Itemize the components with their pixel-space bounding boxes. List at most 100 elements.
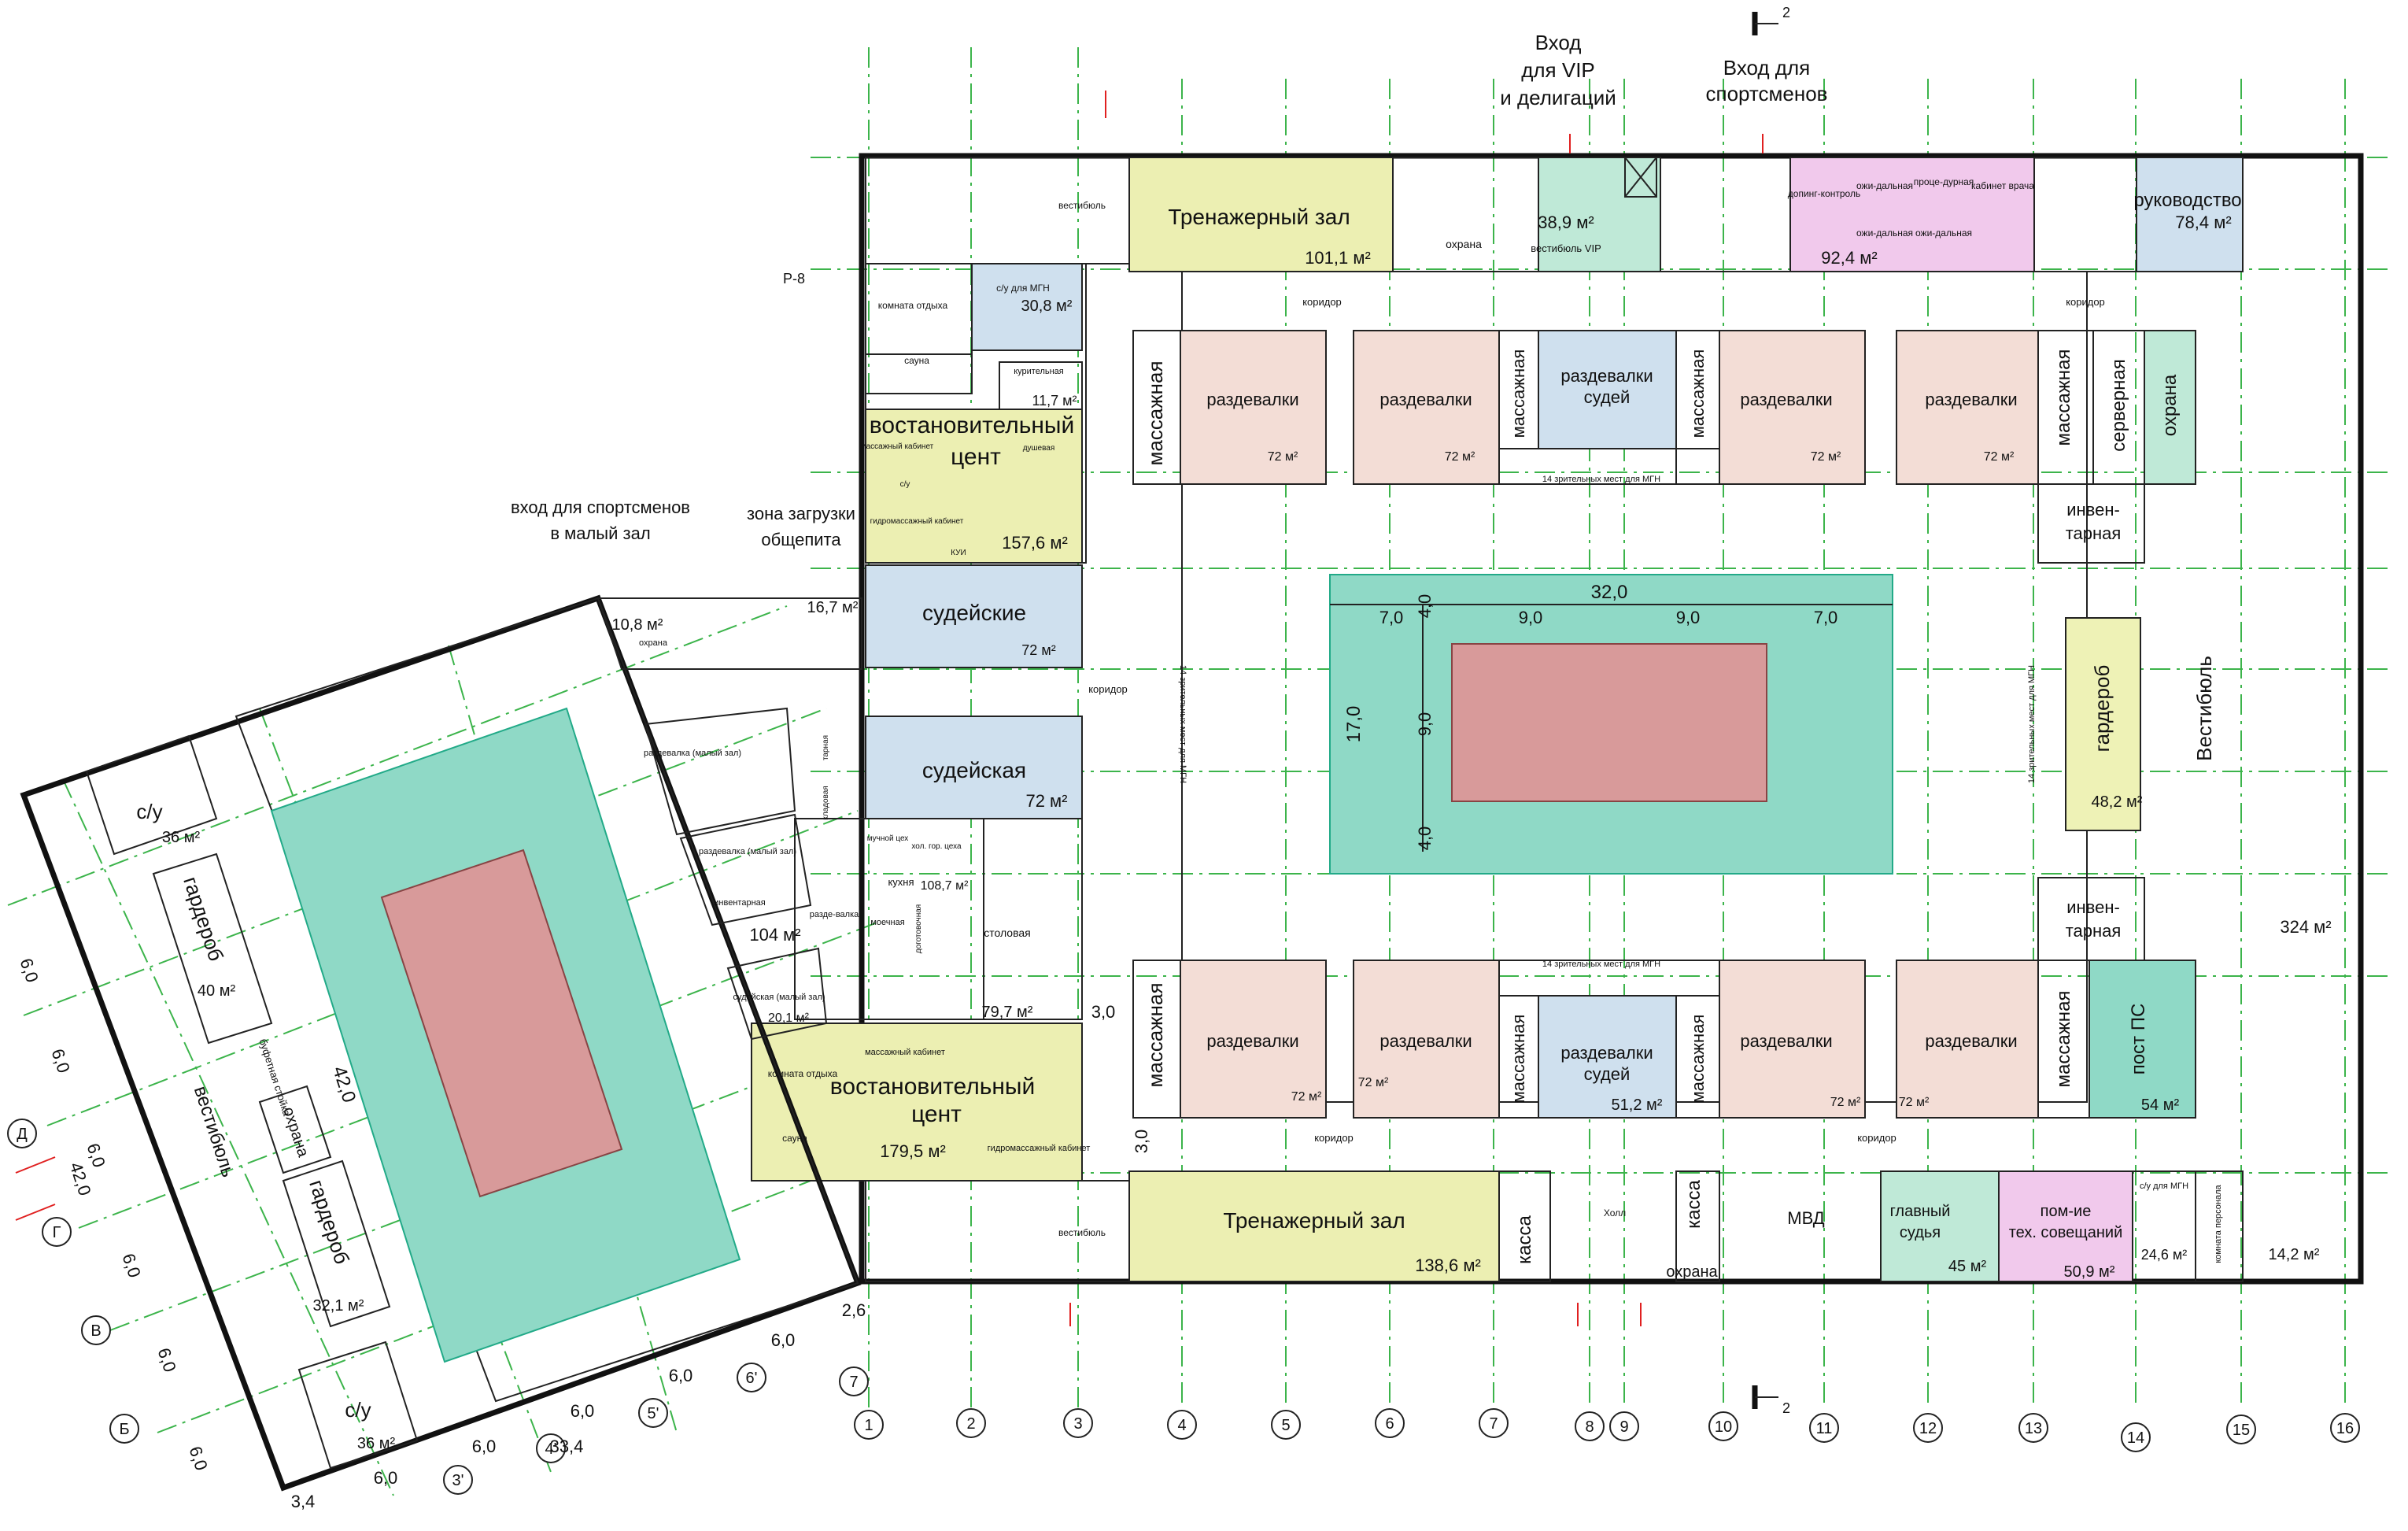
inventory-top [2037,483,2145,564]
court-dim-top-2: 9,0 [1519,608,1543,627]
axis-13-bubble [2018,1413,2048,1443]
inventory-top-1: инвен- [2066,500,2120,520]
sh-dim-l0: 6,0 [17,956,42,985]
massage-bottom-2-label: массажная [1509,1015,1528,1104]
section-mark-bottom: 2 [1782,1400,1790,1416]
axis-10-label: 10 [1715,1418,1732,1436]
management-room [2137,157,2243,272]
stairs-area: 14,2 м² [2269,1246,2320,1263]
axis-small-b1-label: 4' [545,1440,557,1458]
axis-16-bubble [2330,1413,2360,1443]
wash-label: моечная [870,918,904,927]
axis-7-bubble [1479,1408,1509,1438]
sh-dim-l1: 6,0 [48,1046,74,1075]
axis-small-l1-label: Г [53,1224,61,1241]
guard-room [2144,331,2196,484]
court-width: 32,0 [1591,582,1628,603]
inventory-bottom [2037,877,2145,961]
axis-13-label: 13 [2025,1420,2042,1437]
judges2-area: 72 м² [1025,791,1067,811]
axis-small-b4-bubble [839,1366,869,1396]
axis-12-bubble [1913,1413,1943,1443]
corridor-bottom: коридор [1314,1132,1354,1144]
dim-30b: 3,0 [1132,1130,1151,1154]
small-court-inner [380,849,623,1198]
court-dim-top-3: 9,0 [1676,608,1701,627]
fire-post-area: 54 м² [2141,1096,2180,1114]
meeting-area: 50,9 м² [2064,1263,2115,1281]
small-wardrobe-2-name: гардероб [305,1177,354,1267]
court-dim-top-4: 7,0 [1814,608,1838,627]
prep-label: доготовочная [914,904,923,953]
judges-locker-bottom-area: 51,2 м² [1612,1096,1663,1114]
wc-mgn-left-area: 30,8 м² [1021,298,1073,315]
kassa-1-label: касса [1514,1215,1535,1263]
recovery-right-2: цент [911,1101,962,1127]
sh-dim-b3: 6,0 [571,1401,595,1421]
locker-top-1-area: 72 м² [1268,450,1298,464]
sh-dim-b5: 6,0 [771,1330,796,1350]
small-judges-name: судейская (малый зал) [733,993,825,1002]
axis-1-bubble [854,1410,884,1440]
room-167: 16,7 м² [807,599,859,616]
axis-small-l2-label: В [90,1322,101,1340]
axis-small-l1-bubble [42,1217,72,1247]
axis-11-bubble [1809,1413,1839,1443]
small-hall: 42,0 с/у 36 м² гардероб 40 м² буфетная с… [20,594,862,1492]
shower-left: душевая [1023,444,1055,453]
kassa-2 [1675,1170,1720,1282]
dining-name: столовая [984,926,1031,939]
doping-label: допинг-контроль [1788,188,1860,199]
recovery-left-2: цент [951,444,1001,470]
small-wardrobe-2-area: 32,1 м² [313,1297,364,1315]
judges-room [866,565,1082,668]
axis-5-bubble [1271,1410,1301,1440]
axis-15-bubble [2226,1415,2256,1444]
axis-6-label: 6 [1385,1415,1394,1433]
wc-mgn-left-name: с/у для МГН [996,283,1050,294]
wardrobe-right [2066,618,2140,830]
gym-top-name: Тренажерный зал [1168,205,1350,229]
gym-bottom-name: Тренажерный зал [1223,1208,1405,1233]
axis-9-bubble [1609,1411,1639,1441]
small-locker-1 [644,707,796,836]
recovery-left [866,409,1082,563]
axis-8-label: 8 [1585,1418,1594,1436]
small-wardrobe-2 [282,1159,391,1328]
vestibule-right-name: Вестибюль [2192,656,2216,761]
massage-bottom-1-label: массажная [1143,982,1167,1087]
locker-top-2-area: 72 м² [1445,450,1475,464]
wc-mgn-bottom-name: с/у для МГН [2140,1182,2188,1191]
main-building: 32,0 7,0 9,0 9,0 7,0 17,0 4,0 9,0 4,0 Тр… [859,153,2364,1285]
small-wardrobe-1 [152,852,273,1045]
small-wc-top-area: 36 м² [162,829,201,846]
athletes-entry-1: Вход для [1723,56,1810,80]
gym-bottom-area: 138,6 м² [1415,1255,1481,1275]
seats-mgn-right: 14 зрительных мест для МГН [2027,665,2037,783]
small-judges [726,947,828,1041]
axis-small-l3-label: Б [119,1421,129,1438]
p8-label: P-8 [783,271,805,287]
small-wc-top [85,734,218,856]
locker-bottom-1-label: раздевалки [1206,1031,1298,1051]
axis-3-bubble [1063,1408,1093,1438]
small-hall-entry-2: в малый зал [550,523,650,543]
doctor-label: кабинет врача [1971,180,2034,191]
axis-small-b0-bubble [443,1465,473,1495]
axis-small-b4-label: 7 [849,1374,858,1391]
axis-small-b1-bubble [536,1433,566,1463]
locker-top-4 [1896,331,2038,484]
axis-12-label: 12 [1919,1420,1937,1437]
axis-8-bubble [1575,1411,1605,1441]
axis-10-bubble [1708,1411,1738,1441]
locker-top-3 [1719,331,1865,484]
sh-dim-l5: 6,0 [186,1444,212,1473]
smoking-area: 11,7 м² [1032,393,1077,409]
left-service-block: комната отдыха сауна с/у для МГН 30,8 м²… [751,157,1130,1282]
small-guard-area: 10,8 м² [612,616,663,634]
vip-entry-2: для VIP [1521,58,1595,82]
axis-small-b0-label: 3' [452,1472,464,1489]
inventory-top-2: тарная [2066,523,2122,543]
